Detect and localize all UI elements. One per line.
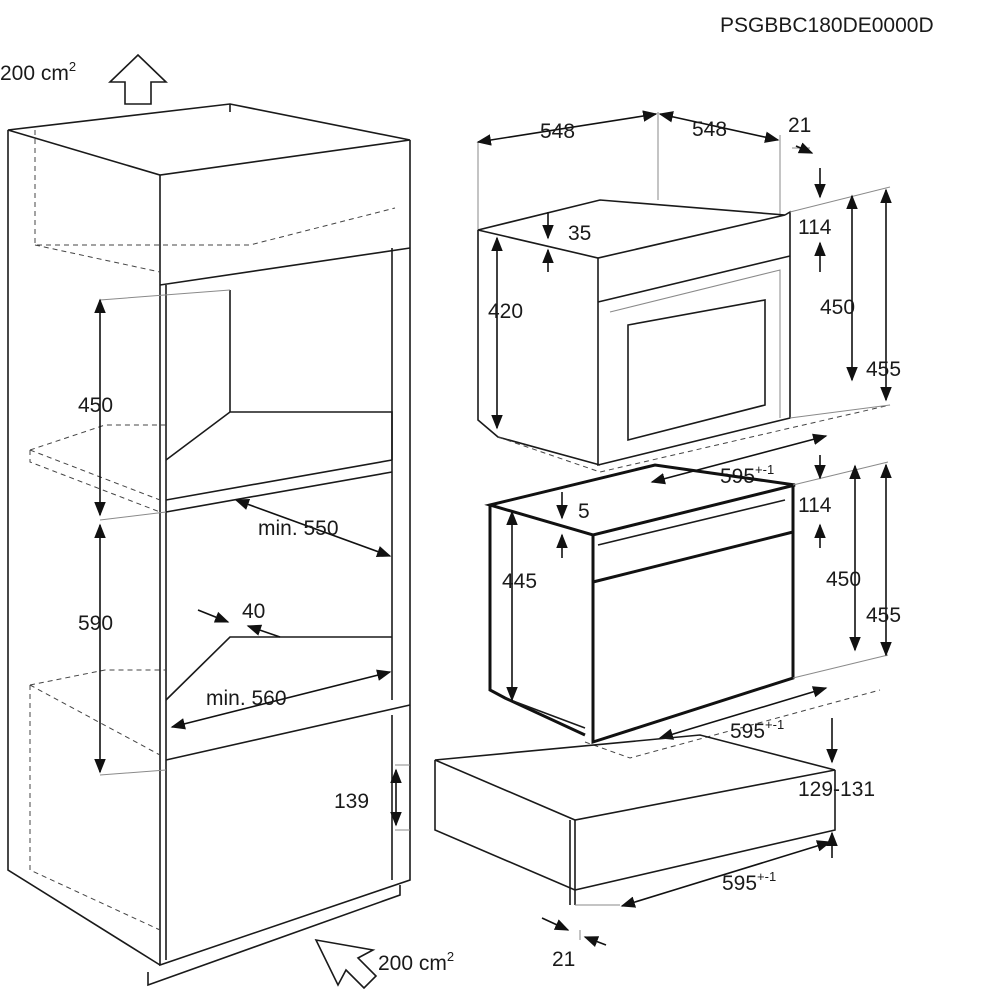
min-depth: min. 550 [258, 517, 339, 540]
oven-top-offset: 5 [578, 500, 590, 523]
diagonal-arrow-icon [314, 938, 378, 990]
top-ventilation: 200 cm2 [0, 53, 168, 105]
compact-depth-total: 548 [692, 118, 727, 141]
rear-gap: 40 [242, 600, 265, 623]
compact-front-thickness: 21 [788, 114, 811, 137]
cabinet-dimensions: 450 590 min. 550 40 min. 560 139 [78, 298, 410, 831]
oven-total-height: 455 [866, 604, 901, 627]
compact-total-height: 455 [866, 358, 901, 381]
model-code: PSGBBC180DE0000D [720, 14, 934, 37]
compact-top-offset: 35 [568, 222, 591, 245]
upper-niche-height: 450 [78, 394, 113, 417]
drawer-front-thickness: 21 [552, 948, 575, 971]
warming-drawer: 129-131 595+-1 21 [434, 718, 875, 971]
oven-panel-height: 114 [798, 494, 832, 517]
oven-width: 595+-1 [730, 717, 784, 743]
up-arrow-icon [108, 53, 168, 105]
oven-front-height: 450 [826, 568, 861, 591]
drawer-width: 595+-1 [722, 869, 776, 895]
cabinet [7, 103, 411, 987]
compact-oven: 548 548 21 114 35 420 450 455 595+-1 [476, 110, 901, 488]
compact-body-height: 420 [488, 300, 523, 323]
compact-depth-body: 548 [540, 120, 575, 143]
compact-front-height: 450 [820, 296, 855, 319]
min-width: min. 560 [206, 687, 287, 710]
oven: 5 114 445 450 455 595+-1 [484, 455, 901, 759]
drawer-height: 139 [334, 790, 369, 813]
drawer-height-range: 129-131 [798, 778, 875, 801]
lower-niche-height: 590 [78, 612, 113, 635]
bottom-vent-label: 200 cm2 [378, 949, 454, 975]
top-vent-label: 200 cm2 [0, 59, 76, 85]
bottom-ventilation: 200 cm2 [314, 938, 454, 990]
compact-panel-height: 114 [798, 216, 832, 239]
oven-body-height: 445 [502, 570, 537, 593]
